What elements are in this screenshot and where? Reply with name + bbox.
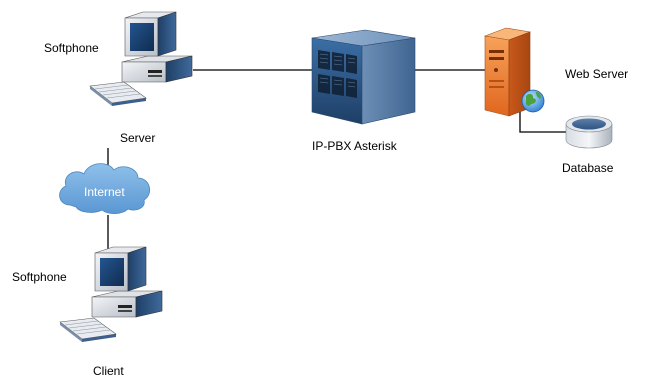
web-server-label: Web Server [565,67,628,81]
link-webserver-database [519,112,566,133]
pbx-server-icon [311,29,416,125]
database-icon [565,115,613,149]
client-computer-icon [59,246,163,342]
diagram-labels: Softphone Server Internet Softphone Clie… [12,41,628,378]
database-label: Database [562,161,614,175]
internet-label: Internet [84,185,125,199]
connection-lines [107,69,566,250]
globe-icon [521,89,545,113]
client-label: Client [93,364,124,378]
pbx-label: IP-PBX Asterisk [312,139,398,153]
softphone-bottom-label: Softphone [12,270,67,284]
internet-cloud-icon [59,163,151,215]
softphone-top-label: Softphone [44,41,99,55]
server-computer-icon [89,11,193,106]
server-label: Server [120,131,155,145]
